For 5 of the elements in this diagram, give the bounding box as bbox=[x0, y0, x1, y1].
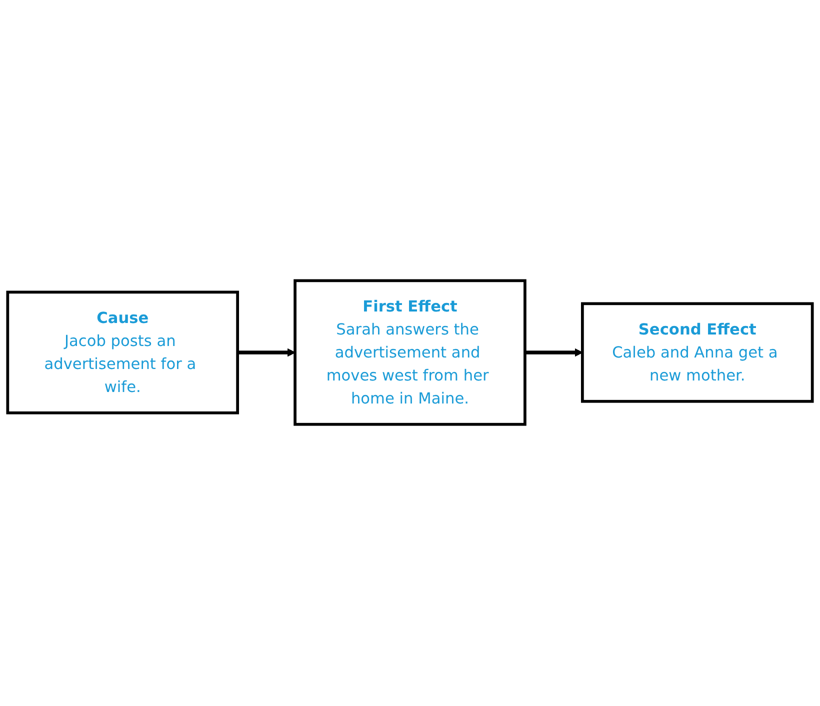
node-box: First Effect Sarah answers the advertisement and moves west from her home in Maine. bbox=[294, 280, 526, 426]
node-box: Cause Jacob posts an advertisement for a wife. bbox=[6, 291, 240, 415]
node-box: Second Effect Caleb and Anna get a new mother. bbox=[580, 302, 814, 404]
arrow bbox=[524, 348, 583, 358]
arrow bbox=[238, 348, 296, 358]
